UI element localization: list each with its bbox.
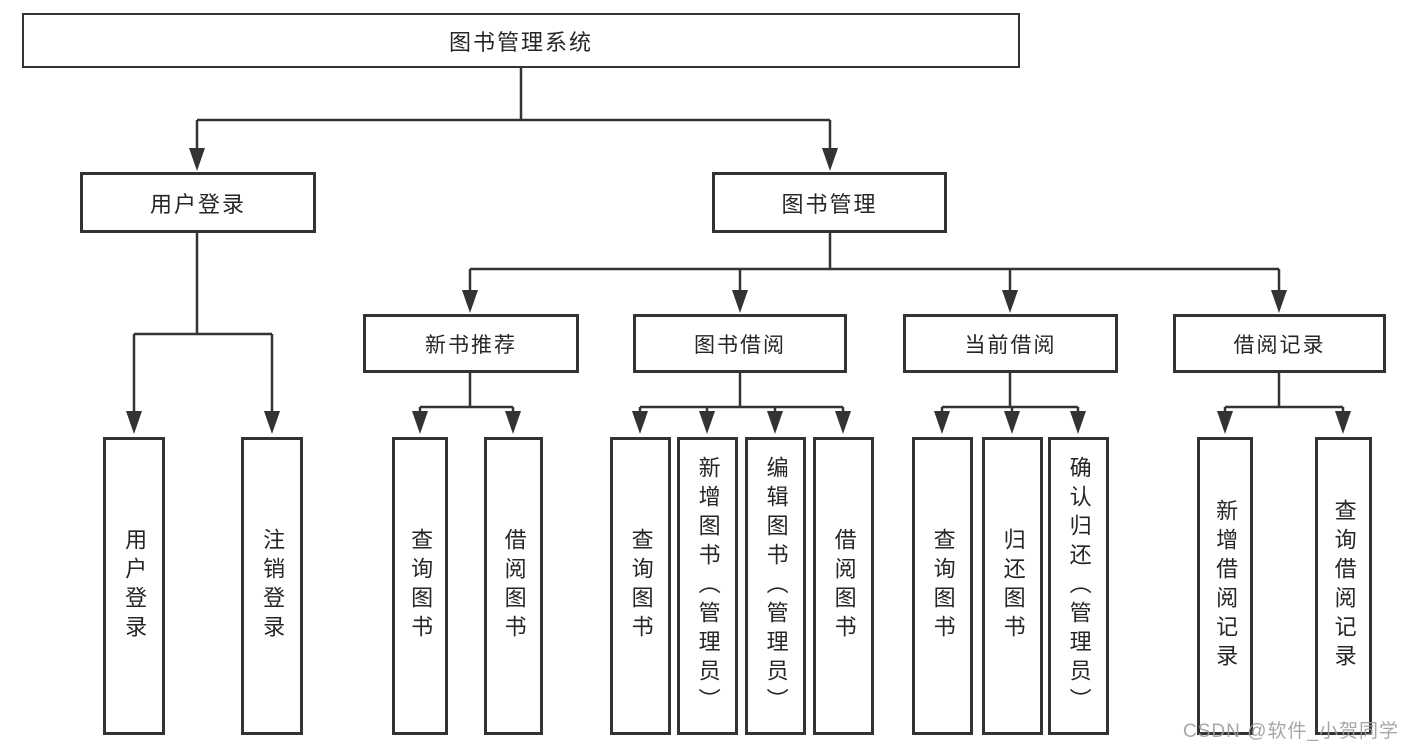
node-label: 新增图书（管理员） [695,455,721,717]
leaf-user-login: 用户登录 [103,437,165,735]
node-new-book-recommendation: 新书推荐 [363,314,579,373]
node-current-borrowing: 当前借阅 [903,314,1118,373]
leaf-query-books-current: 查询图书 [912,437,973,735]
node-label: 归还图书 [1000,528,1026,644]
node-label: 图书管理 [781,191,878,217]
leaf-logout: 注销登录 [241,437,303,735]
node-label: 图书借阅 [694,333,786,357]
node-label: 查询图书 [628,528,654,644]
node-label: 图书管理系统 [448,29,593,55]
node-label: 用户登录 [122,528,148,644]
node-label: 查询借阅记录 [1331,499,1357,673]
node-user-login: 用户登录 [80,172,316,233]
leaf-confirm-return-admin: 确认归还（管理员） [1048,437,1109,735]
arrowheads [126,148,1351,434]
node-borrowing-records: 借阅记录 [1173,314,1386,373]
node-label: 确认归还（管理员） [1066,455,1092,717]
node-label: 注销登录 [260,528,286,644]
node-label: 新书推荐 [425,333,517,357]
leaf-add-books-admin: 新增图书（管理员） [677,437,738,735]
csdn-watermark: CSDN @软件_小贺同学 [1183,721,1399,742]
leaf-edit-books-admin: 编辑图书（管理员） [745,437,806,735]
node-library-management-system: 图书管理系统 [22,13,1020,68]
node-book-management: 图书管理 [712,172,947,233]
node-book-borrowing: 图书借阅 [633,314,847,373]
node-label: 新增借阅记录 [1213,499,1239,673]
leaf-add-borrowing-record: 新增借阅记录 [1197,437,1253,735]
leaf-borrow-books-recommendation: 借阅图书 [484,437,543,735]
leaf-query-borrowing-record: 查询借阅记录 [1315,437,1372,735]
node-label: 编辑图书（管理员） [763,455,789,717]
leaf-query-books-borrowing: 查询图书 [610,437,671,735]
node-label: 借阅图书 [831,528,857,644]
node-label: 借阅记录 [1233,333,1326,357]
leaf-query-books-recommendation: 查询图书 [392,437,448,735]
node-label: 查询图书 [930,528,956,644]
node-label: 用户登录 [149,191,246,217]
node-label: 查询图书 [408,528,434,644]
node-label: 当前借阅 [964,333,1057,357]
leaf-borrow-books-borrowing: 借阅图书 [813,437,874,735]
node-label: 借阅图书 [501,528,527,644]
leaf-return-books: 归还图书 [982,437,1043,735]
